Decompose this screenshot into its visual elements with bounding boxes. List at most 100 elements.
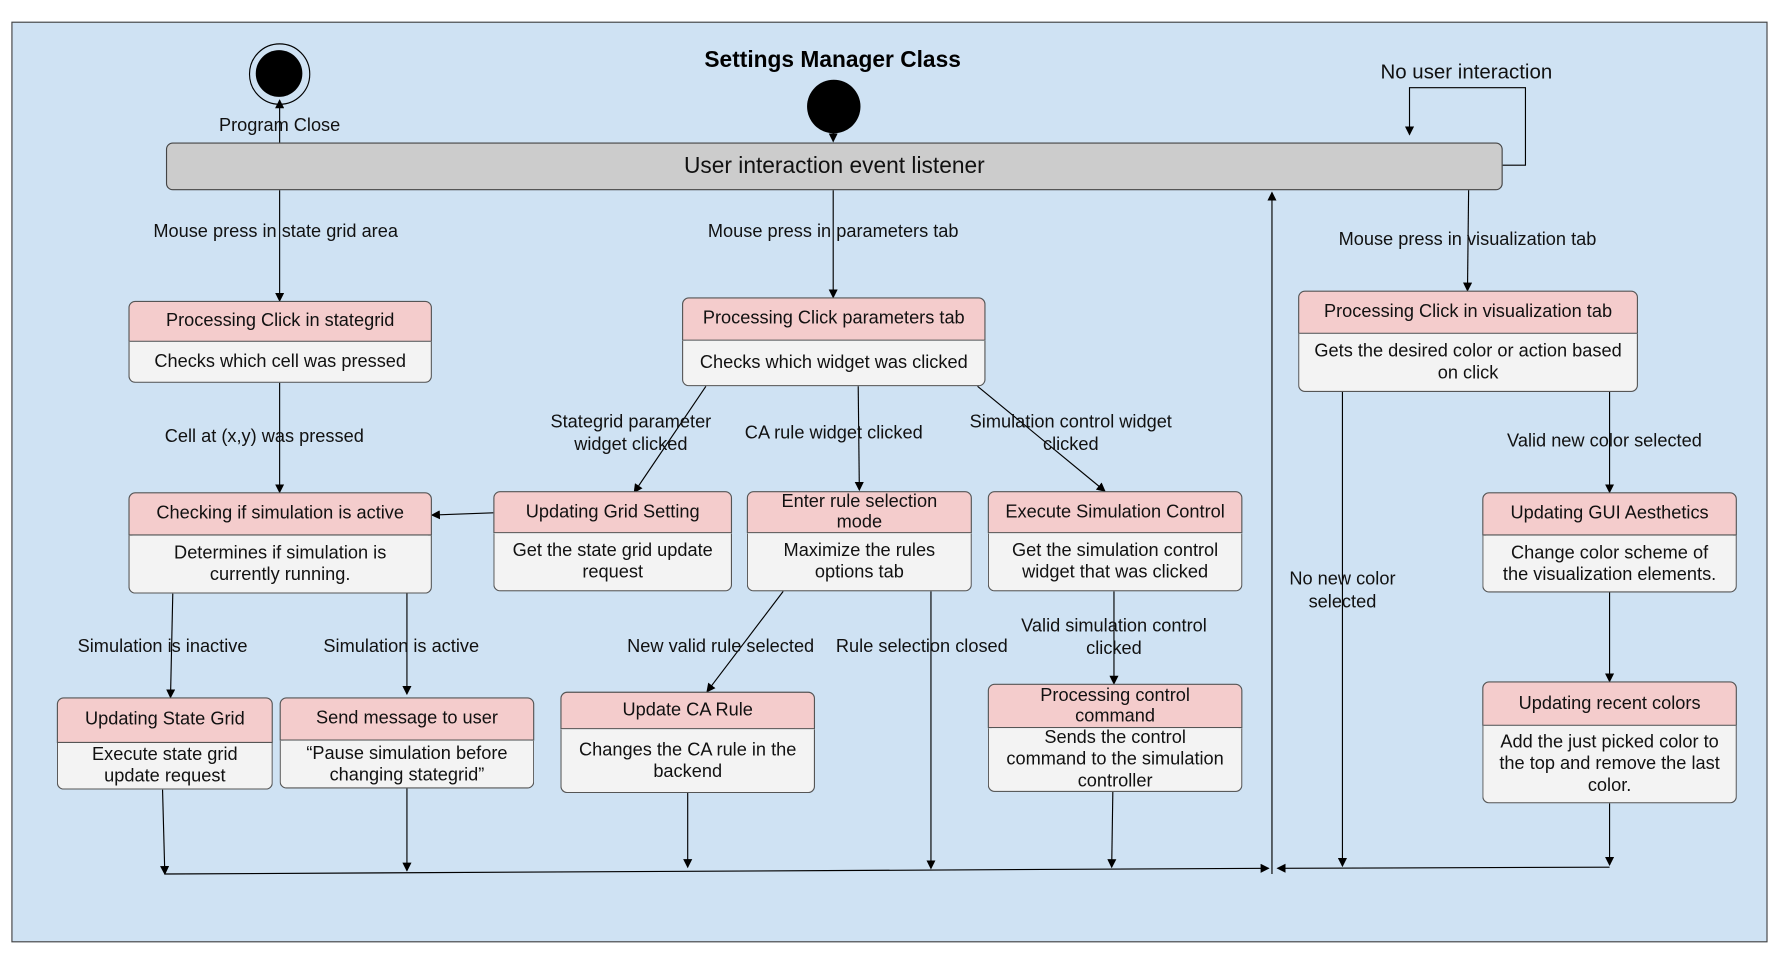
state-body-line: Sends the control xyxy=(1044,728,1186,748)
state-title-line: mode xyxy=(836,512,883,532)
state-body-line: currently running. xyxy=(209,565,351,585)
label-stategrid-param: Stategrid parameter widget clicked xyxy=(534,411,727,457)
state-body-line: color. xyxy=(1587,775,1632,796)
label-sim-active: Simulation is active xyxy=(323,636,480,657)
label-sim-inactive: Simulation is inactive xyxy=(77,636,248,657)
state-title: Processing Click in stategrid xyxy=(128,300,432,342)
label-cell-pressed: Cell at (x,y) was pressed xyxy=(164,427,364,447)
state-checking-sim-active: Checking if simulation is active Determi… xyxy=(128,492,432,594)
state-body-line: Add the just picked color to xyxy=(1500,732,1719,753)
final-state xyxy=(248,43,311,105)
label-ca-rule-widget: CA rule widget clicked xyxy=(744,423,923,444)
state-body-line: Changes the CA rule in the xyxy=(579,740,797,760)
state-execute-sim-control: Execute Simulation Control Get the simul… xyxy=(987,491,1243,592)
state-body: Execute state grid update request xyxy=(56,742,273,790)
label-line: clicked xyxy=(1042,435,1099,455)
label-new-valid-rule: New valid rule selected xyxy=(627,636,815,657)
state-body: Get the state grid update request xyxy=(493,533,733,592)
state-title-line: command xyxy=(1075,705,1156,726)
state-body: Get the simulation control widget that w… xyxy=(987,533,1243,592)
state-title: Updating GUI Aesthetics xyxy=(1482,492,1737,536)
label-line: selected xyxy=(1308,592,1377,612)
state-update-ca-rule: Update CA Rule Changes the CA rule in th… xyxy=(560,691,816,794)
state-body: Gets the desired color or action based o… xyxy=(1298,333,1638,392)
initial-state xyxy=(807,79,861,134)
state-title: Checking if simulation is active xyxy=(128,492,432,536)
arrow-grid-setting-to-checking xyxy=(430,510,494,520)
arrow-to-grid-setting xyxy=(633,385,707,494)
diagram-title: Settings Manager Class xyxy=(704,47,961,73)
state-body: Add the just picked color to the top and… xyxy=(1482,725,1737,804)
state-body: Sends the control command to the simulat… xyxy=(987,728,1243,792)
label-rule-closed: Rule selection closed xyxy=(835,636,1008,657)
label-mouse-state-grid: Mouse press in state grid area xyxy=(153,222,398,242)
label-line: Simulation control widget xyxy=(969,412,1172,432)
state-body-line: Get the simulation control xyxy=(1011,541,1219,561)
label-valid-sim-control: Valid simulation control clicked xyxy=(1006,615,1222,661)
state-updating-state-grid: Updating State Grid Execute state grid u… xyxy=(56,697,273,790)
state-processing-visualization: Processing Click in visualization tab Ge… xyxy=(1298,290,1638,392)
state-body-line: “Pause simulation before xyxy=(306,743,508,763)
state-title: Updating recent colors xyxy=(1482,681,1737,726)
state-updating-grid-setting: Updating Grid Setting Get the state grid… xyxy=(493,491,733,592)
state-body: Change color scheme of the visualization… xyxy=(1482,535,1737,593)
state-body-line: Get the state grid update xyxy=(512,541,713,561)
label-no-new-color: No new color selected xyxy=(1279,569,1406,615)
arrow-to-update-grid xyxy=(166,593,176,699)
state-body-line: widget that was clicked xyxy=(1022,562,1209,583)
arrow-to-sim-control xyxy=(977,385,1106,492)
state-body: Checks which cell was pressed xyxy=(128,341,432,383)
state-title: Execute Simulation Control xyxy=(987,491,1243,534)
state-body-line: changing stategrid” xyxy=(329,765,485,785)
label-valid-new-color: Valid new color selected xyxy=(1507,431,1702,452)
state-processing-stategrid: Processing Click in stategrid Checks whi… xyxy=(128,300,432,383)
state-body-line: options tab xyxy=(814,562,904,583)
merge-line-right xyxy=(1276,863,1610,873)
state-body-line: Gets the desired color or action based xyxy=(1314,341,1622,362)
state-body-line: on click xyxy=(1437,363,1499,383)
state-body-line: Determines if simulation is xyxy=(174,543,387,563)
event-listener-state: User interaction event listener xyxy=(165,142,1503,191)
label-line: widget clicked xyxy=(574,435,688,455)
label-line: No new color xyxy=(1289,569,1396,590)
arrow-to-ca-rule xyxy=(706,591,784,693)
arrow-control-cmd-down xyxy=(1107,791,1117,869)
label-line: clicked xyxy=(1086,639,1142,659)
arrow-to-rule-selection xyxy=(854,386,864,492)
state-body: Maximize the rules options tab xyxy=(746,533,972,592)
state-updating-recent-colors: Updating recent colors Add the just pick… xyxy=(1482,681,1737,804)
no-user-interaction-label: No user interaction xyxy=(1380,60,1553,84)
state-title: Updating Grid Setting xyxy=(493,491,733,534)
arrow-to-visualization xyxy=(1463,190,1473,292)
state-body-line: the top and remove the last xyxy=(1499,754,1720,774)
label-mouse-parameters: Mouse press in parameters tab xyxy=(707,222,959,242)
arrow-self-loop xyxy=(1404,87,1527,166)
state-body-line: Maximize the rules xyxy=(783,541,936,561)
state-body-line: command to the simulation xyxy=(1006,749,1224,770)
state-body-line: update request xyxy=(104,766,226,787)
label-line: Stategrid parameter xyxy=(550,412,712,432)
state-body: Determines if simulation is currently ru… xyxy=(128,535,432,594)
state-processing-parameters: Processing Click parameters tab Checks w… xyxy=(682,297,986,387)
label-sim-control-widget: Simulation control widget clicked xyxy=(957,411,1184,457)
state-body: “Pause simulation before changing stateg… xyxy=(279,740,535,789)
state-title: Updating State Grid xyxy=(56,697,273,743)
state-title: Enter rule selection mode xyxy=(746,491,972,534)
state-body-line: the visualization elements. xyxy=(1502,564,1717,584)
state-title: Processing Click in visualization tab xyxy=(1298,290,1638,334)
merge-line-left xyxy=(164,863,1270,875)
arrow-update-grid-down xyxy=(160,789,170,876)
state-title-line: Enter rule selection xyxy=(781,491,938,512)
state-title: Update CA Rule xyxy=(560,691,816,730)
state-processing-control-cmd: Processing control command Sends the con… xyxy=(987,683,1243,792)
label-mouse-visualization: Mouse press in visualization tab xyxy=(1338,230,1597,250)
label-line: Valid simulation control xyxy=(1021,616,1207,636)
state-updating-gui: Updating GUI Aesthetics Change color sch… xyxy=(1482,492,1737,593)
state-title: Processing control command xyxy=(987,683,1243,729)
state-body-line: Change color scheme of xyxy=(1510,542,1709,563)
state-body: Changes the CA rule in the backend xyxy=(560,729,816,794)
state-body-line: backend xyxy=(653,761,723,782)
